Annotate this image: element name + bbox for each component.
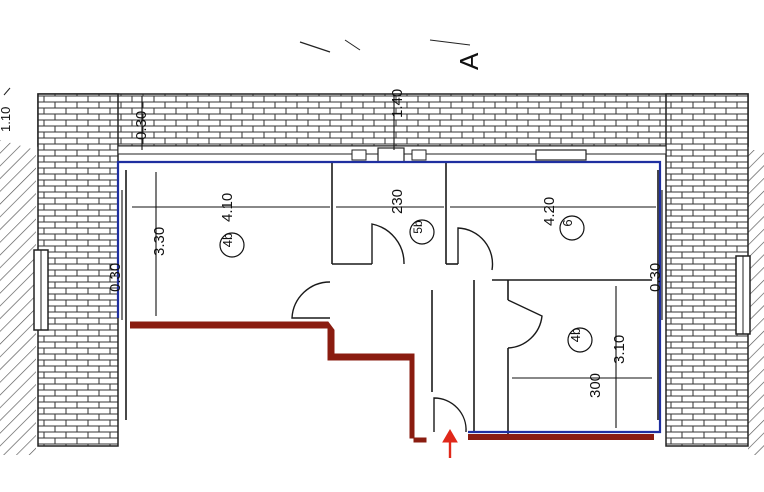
room-label-4b-left: 4b	[219, 232, 245, 258]
interior-walls	[125, 162, 659, 436]
blank-area	[130, 330, 408, 446]
dim-lower-right-width: 300	[587, 373, 604, 398]
room-label-5b: 5b	[409, 219, 435, 245]
room-4b-left-text: 4b	[220, 233, 235, 247]
window-top-mid	[377, 147, 405, 163]
dim-right-room-width: 4.20	[541, 197, 558, 226]
dim-top-long: 1.40	[389, 89, 406, 118]
window-top-right	[535, 149, 587, 161]
dim-right-wall: 0.30	[647, 263, 664, 292]
dim-left-wall: 0.30	[107, 263, 124, 292]
left-edge-mark: 1.10	[0, 107, 13, 132]
hatched-exterior-right	[748, 150, 764, 455]
blue-boundary	[116, 160, 662, 434]
top-annotations: A 1.10	[0, 39, 484, 132]
dim-top-left: 0.30	[133, 111, 150, 140]
dimension-lines	[121, 96, 663, 428]
dim-lower-right-height: 3.10	[611, 335, 628, 364]
windows	[33, 147, 751, 335]
north-letter: A	[454, 52, 484, 70]
room-5b-text: 5b	[411, 220, 425, 234]
entrance-arrow-icon	[442, 429, 458, 458]
hatched-exterior-left	[0, 140, 36, 455]
dim-left-room-height: 3.30	[151, 227, 168, 256]
room-label-4b-right: 4b	[567, 327, 593, 353]
room-6-text: 6	[560, 219, 575, 226]
door-swings	[291, 223, 543, 433]
room-label-6: 6	[559, 215, 585, 241]
red-boundary	[130, 321, 427, 443]
red-boundary-bottom	[468, 434, 654, 440]
dim-middle-width: 230	[389, 189, 406, 214]
brick-walls	[37, 93, 749, 447]
room-4b-right-text: 4b	[568, 328, 583, 342]
dim-left-room-width: 4.10	[219, 193, 236, 222]
